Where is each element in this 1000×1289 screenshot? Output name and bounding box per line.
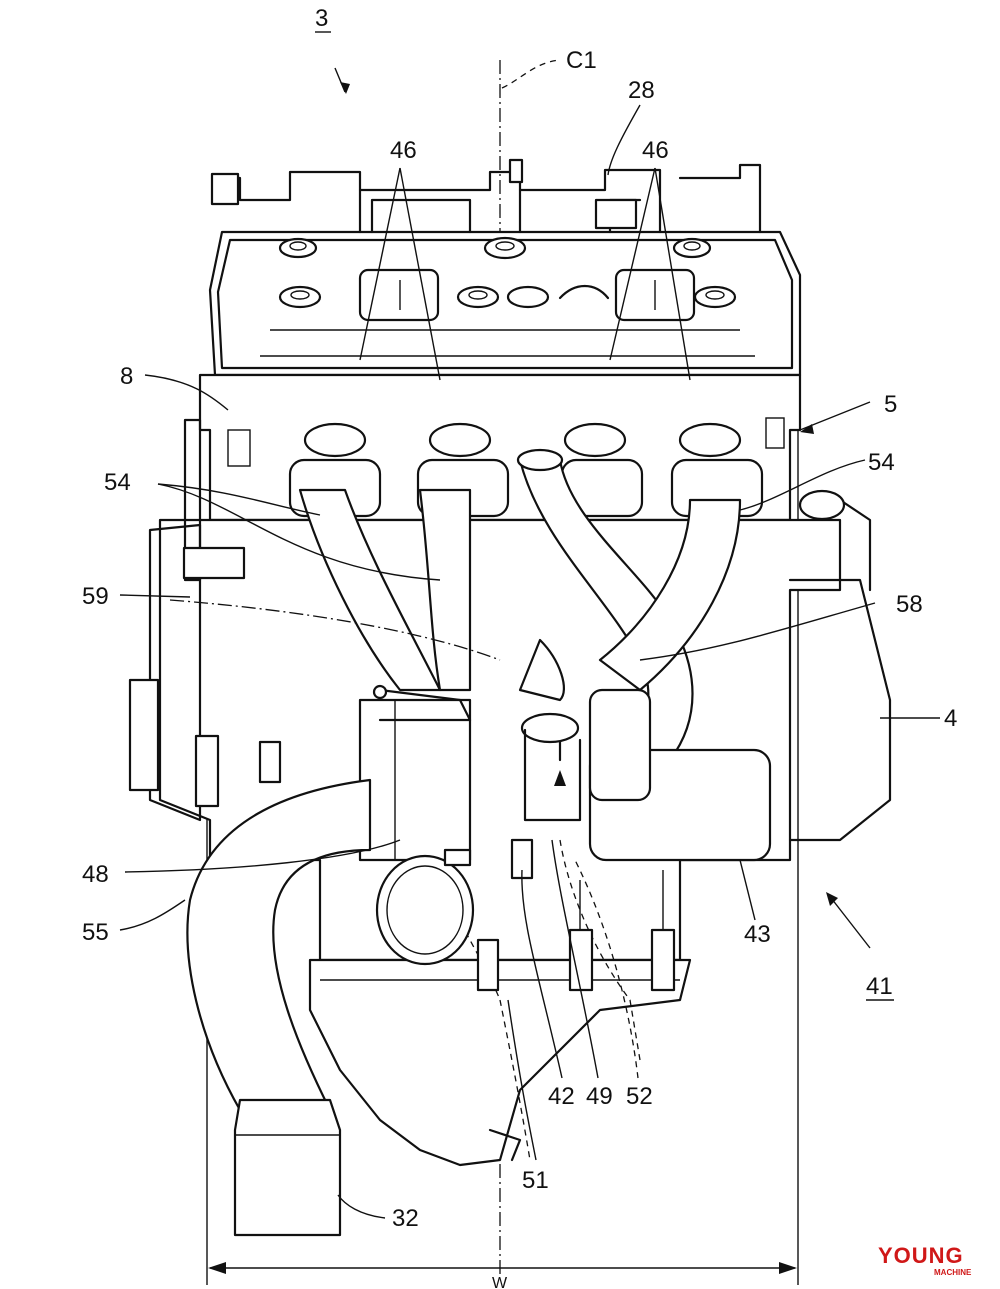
label-32: 32 bbox=[392, 1205, 419, 1232]
label-41: 41 bbox=[866, 973, 893, 1000]
label-54-right: 54 bbox=[868, 449, 895, 476]
leader-c1 bbox=[501, 59, 561, 89]
label-46-left: 46 bbox=[390, 137, 417, 164]
label-8: 8 bbox=[120, 363, 133, 390]
watermark-sub: MACHINE bbox=[934, 1268, 972, 1277]
label-46-right: 46 bbox=[642, 137, 669, 164]
label-51: 51 bbox=[522, 1167, 549, 1194]
duct-48 bbox=[358, 684, 472, 862]
label-3: 3 bbox=[315, 5, 328, 32]
label-42: 42 bbox=[548, 1083, 575, 1110]
label-5: 5 bbox=[884, 391, 897, 418]
chamber-43 bbox=[520, 688, 772, 862]
label-43: 43 bbox=[744, 921, 771, 948]
label-4: 4 bbox=[944, 705, 957, 732]
label-28: 28 bbox=[628, 77, 655, 104]
label-48: 48 bbox=[82, 861, 109, 888]
label-59: 59 bbox=[82, 583, 109, 610]
oil-pan bbox=[308, 958, 692, 1167]
muffler-32 bbox=[233, 1098, 342, 1237]
label-54-left: 54 bbox=[104, 469, 131, 496]
watermark-logo: YOUNG MACHINE bbox=[878, 1243, 972, 1277]
label-w: W bbox=[492, 1275, 508, 1289]
label-55: 55 bbox=[82, 919, 109, 946]
studs bbox=[476, 870, 676, 992]
dimension-arrow-right bbox=[779, 1262, 797, 1274]
label-49: 49 bbox=[586, 1083, 613, 1110]
label-52: 52 bbox=[626, 1083, 653, 1110]
top-hoses bbox=[210, 158, 762, 234]
oil-filter bbox=[375, 838, 534, 966]
head-cover bbox=[208, 230, 802, 377]
exhaust-headers bbox=[298, 448, 742, 762]
watermark-brand: YOUNG bbox=[878, 1243, 964, 1268]
label-c1: C1 bbox=[566, 47, 597, 74]
leaders bbox=[119, 67, 940, 1219]
left-side-cover bbox=[182, 418, 282, 808]
label-58: 58 bbox=[896, 591, 923, 618]
dimension-arrow-left bbox=[208, 1262, 226, 1274]
